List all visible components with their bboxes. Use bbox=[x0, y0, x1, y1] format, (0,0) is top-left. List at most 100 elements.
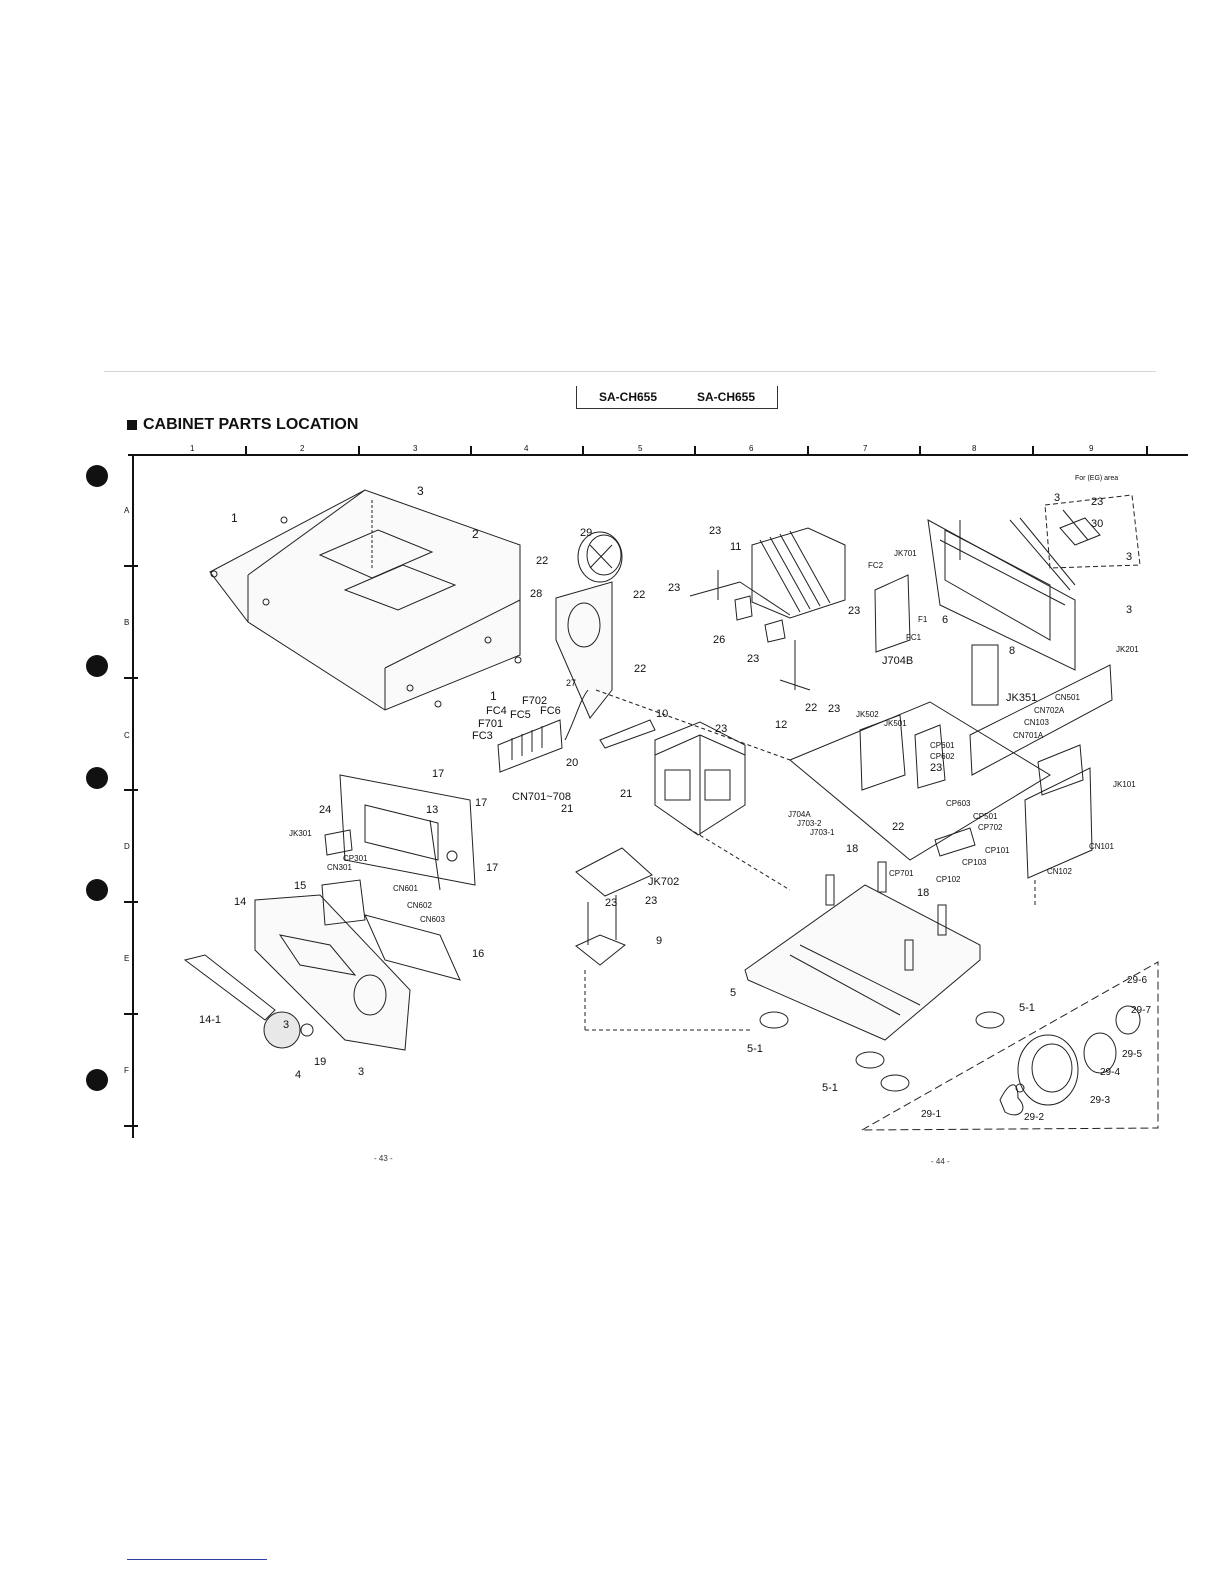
callout-label: 30 bbox=[1091, 518, 1103, 530]
callout-label: CN501 bbox=[1055, 693, 1080, 702]
col-label: 4 bbox=[524, 444, 529, 453]
callout-label: CP103 bbox=[962, 858, 987, 867]
row-label: E bbox=[124, 954, 129, 963]
callout-label: J704A bbox=[788, 810, 811, 819]
callout-label: CP601 bbox=[930, 741, 955, 750]
col-label: 9 bbox=[1089, 444, 1094, 453]
bullet-square-icon bbox=[127, 420, 137, 430]
callout-labels: 3 1 2 1 29 22 28 22 22 27 F702 FC4 FC5 F… bbox=[199, 475, 1151, 1123]
callout-label: 29-3 bbox=[1090, 1095, 1110, 1106]
callout-label: CP301 bbox=[343, 854, 368, 863]
callout-label: CN101 bbox=[1089, 842, 1114, 851]
callout-label: FC2 bbox=[868, 561, 884, 570]
callout-label: 22 bbox=[536, 555, 548, 567]
fuse-board-drawing bbox=[497, 689, 589, 773]
front-panel-drawing bbox=[183, 879, 461, 1051]
callout-label: 18 bbox=[917, 887, 929, 899]
binder-hole-icon bbox=[86, 767, 108, 789]
callout-label: 29-5 bbox=[1122, 1049, 1142, 1060]
callout-label: 21 bbox=[561, 803, 573, 815]
callout-label: 3 bbox=[283, 1019, 289, 1031]
callout-label: JK101 bbox=[1113, 780, 1136, 789]
callout-label: JK301 bbox=[289, 829, 312, 838]
fan-drawing bbox=[555, 531, 623, 719]
grid-row-labels: A B C D E F bbox=[124, 506, 130, 1075]
callout-label: 28 bbox=[530, 588, 542, 600]
callout-label: 22 bbox=[805, 702, 817, 714]
callout-label: FC6 bbox=[540, 705, 561, 717]
callout-label: 29-4 bbox=[1100, 1067, 1120, 1078]
eg-option-drawing bbox=[1044, 494, 1141, 569]
callout-label: 5-1 bbox=[747, 1043, 763, 1055]
col-label: 2 bbox=[300, 444, 305, 453]
callout-label: 27 bbox=[566, 678, 576, 688]
row-label: F bbox=[124, 1066, 129, 1075]
callout-label: 14 bbox=[234, 896, 246, 908]
callout-label: 19 bbox=[314, 1056, 326, 1068]
callout-label: 29-2 bbox=[1024, 1112, 1044, 1123]
callout-label: 21 bbox=[620, 788, 632, 800]
binder-hole-icon bbox=[86, 465, 108, 487]
heatsink-drawing bbox=[689, 527, 846, 691]
callout-label: 9 bbox=[656, 935, 662, 947]
callout-label: CN701A bbox=[1013, 731, 1044, 740]
top-rule bbox=[104, 371, 1156, 372]
display-pcb-drawing bbox=[324, 774, 476, 891]
callout-label: 23 bbox=[605, 897, 617, 909]
callout-label: 22 bbox=[633, 589, 645, 601]
callout-label: FC3 bbox=[472, 730, 493, 742]
area-note: For (EG) area bbox=[1075, 475, 1118, 482]
callout-label: CN602 bbox=[407, 901, 432, 910]
binder-hole-icon bbox=[86, 1069, 108, 1091]
callout-label: 23 bbox=[848, 605, 860, 617]
row-label: C bbox=[124, 731, 130, 740]
callout-label: CP702 bbox=[978, 823, 1003, 832]
callout-label: 18 bbox=[846, 843, 858, 855]
callout-label: 4 bbox=[295, 1069, 301, 1081]
callout-label: 23 bbox=[709, 525, 721, 537]
callout-label: 11 bbox=[730, 541, 741, 553]
main-pcb-drawing bbox=[789, 664, 1113, 861]
callout-label: F701 bbox=[478, 718, 503, 730]
callout-label: 29-7 bbox=[1131, 1005, 1151, 1016]
callout-label: JK201 bbox=[1116, 645, 1139, 654]
callout-label: 23 bbox=[930, 762, 942, 774]
page-number-left: - 43 - bbox=[374, 1154, 393, 1163]
callout-label: CP102 bbox=[936, 875, 961, 884]
callout-label: 17 bbox=[432, 768, 444, 780]
model-left: SA-CH655 bbox=[599, 390, 658, 404]
callout-label: CN601 bbox=[393, 884, 418, 893]
row-label: A bbox=[124, 506, 130, 515]
col-label: 1 bbox=[190, 444, 195, 453]
callout-label: 2 bbox=[472, 527, 479, 541]
callout-label: 17 bbox=[475, 797, 487, 809]
callout-label: 3 bbox=[1126, 604, 1132, 616]
callout-label: 23 bbox=[747, 653, 759, 665]
callout-label: CP101 bbox=[985, 846, 1010, 855]
callout-label: 3 bbox=[1054, 492, 1060, 504]
callout-label: CN102 bbox=[1047, 867, 1072, 876]
callout-label: 8 bbox=[1009, 645, 1015, 657]
col-label: 6 bbox=[749, 444, 754, 453]
fan-detail-drawing bbox=[860, 961, 1159, 1131]
jack-pcb-drawing bbox=[575, 847, 653, 966]
callout-label: CP501 bbox=[973, 812, 998, 821]
top-cover-drawing bbox=[209, 489, 522, 711]
callout-label: J704B bbox=[882, 655, 913, 667]
callout-label: 23 bbox=[668, 582, 680, 594]
row-label: D bbox=[124, 842, 130, 851]
callout-label: 23 bbox=[715, 723, 727, 735]
callout-label: F702 bbox=[522, 695, 547, 707]
callout-label: 16 bbox=[472, 948, 484, 960]
binder-hole-icon bbox=[86, 655, 108, 677]
callout-label: 17 bbox=[486, 862, 498, 874]
callout-label: 26 bbox=[713, 634, 725, 646]
callout-label: CN701~708 bbox=[512, 791, 571, 803]
grid-frame bbox=[124, 446, 1188, 1138]
col-label: 5 bbox=[638, 444, 643, 453]
callout-label: JK702 bbox=[648, 876, 679, 888]
model-box: SA-CH655 SA-CH655 bbox=[576, 386, 778, 409]
callout-label: 24 bbox=[319, 804, 331, 816]
callout-label: CP603 bbox=[946, 799, 971, 808]
col-label: 7 bbox=[863, 444, 868, 453]
